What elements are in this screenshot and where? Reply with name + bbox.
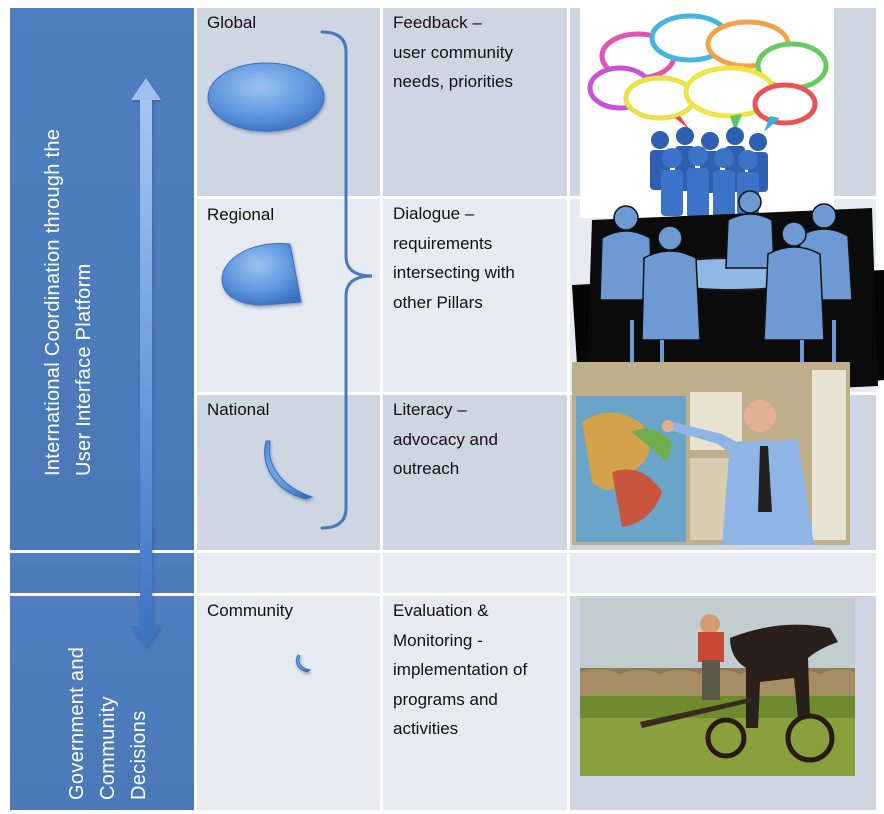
- speech-bubbles-illustration: [587, 13, 829, 218]
- desc-line: requirements: [393, 233, 493, 253]
- farmer-mule-illustration: [580, 598, 855, 776]
- desc-regional: Dialogue – requirements intersecting wit…: [393, 199, 568, 317]
- desc-line: other Pillars: [393, 292, 483, 312]
- cell-national-desc: [383, 395, 567, 550]
- desc-line: Monitoring -: [393, 630, 483, 650]
- desc-line: Feedback –: [393, 13, 482, 32]
- top-label-line2: User Interface Platform: [73, 263, 95, 476]
- cell-spacer-level: [197, 553, 380, 593]
- desc-community: Evaluation & Monitoring - implementation…: [393, 596, 568, 744]
- desc-line: implementation of: [393, 660, 528, 679]
- cell-community-desc: [383, 596, 567, 810]
- desc-national: Literacy – advocacy and outreach: [393, 395, 568, 484]
- cell-community-level: [197, 596, 380, 810]
- level-label-national: National: [207, 400, 270, 419]
- desc-global: Feedback – user community needs, priorit…: [393, 8, 568, 97]
- left-column-top: [10, 8, 194, 550]
- desc-line: outreach: [393, 459, 460, 478]
- desc-line: needs, priorities: [393, 72, 514, 91]
- top-label-line1: International Coordination through the: [42, 128, 64, 476]
- desc-line: user community: [393, 42, 513, 62]
- bottom-vertical-label: Government and Community Decisions: [62, 647, 155, 800]
- bottom-label-line1: Government and: [66, 646, 88, 800]
- cell-spacer-desc: [383, 553, 567, 593]
- desc-line: Dialogue –: [393, 204, 475, 223]
- cell-spacer-image: [570, 553, 876, 593]
- desc-line: intersecting with: [393, 263, 515, 282]
- left-column-spacer: [10, 553, 194, 593]
- cell-global-desc: [383, 8, 567, 196]
- speech-bubbles-crowd-image: [580, 8, 834, 218]
- level-label-regional: Regional: [207, 205, 275, 224]
- top-vertical-label: International Coordination through the U…: [38, 129, 100, 476]
- cell-regional-desc: [383, 199, 567, 392]
- desc-line: Literacy –: [393, 400, 467, 419]
- left-column-bottom: [10, 596, 194, 810]
- desc-line: activities: [393, 719, 459, 738]
- desc-line: programs and: [393, 689, 498, 709]
- bottom-label-line3: Decisions: [128, 710, 150, 800]
- level-label-community: Community: [207, 601, 293, 620]
- teacher-map-image: [572, 362, 850, 545]
- farmer-mule-image: [580, 598, 855, 776]
- level-label-global: Global: [207, 13, 257, 32]
- teacher-map-illustration: [572, 362, 850, 545]
- desc-line: Evaluation &: [393, 601, 489, 620]
- desc-line: advocacy and: [393, 429, 498, 449]
- bottom-label-line2: Community: [97, 696, 119, 800]
